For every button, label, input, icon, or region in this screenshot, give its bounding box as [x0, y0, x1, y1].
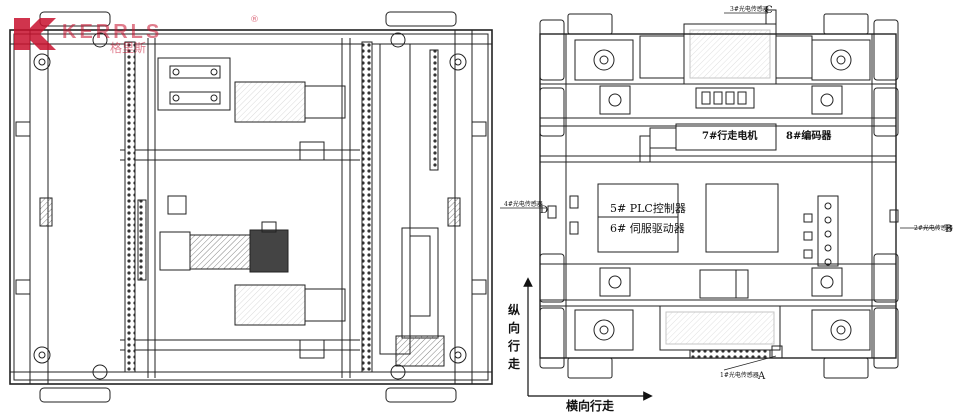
longitudinal-char-3: 行	[507, 338, 520, 353]
left-plan-view	[9, 11, 493, 403]
sensor-leaders	[500, 12, 940, 371]
longitudinal-char-4: 走	[508, 356, 520, 371]
servo-label: 6# 伺服驱动器	[610, 222, 685, 235]
sensor-b-label: 2#光电传感器	[914, 224, 953, 232]
logo-text: KERRLS	[62, 21, 162, 43]
logo-chinese: 格里斯	[110, 40, 146, 55]
sensor-d-label: 4#光电传感器	[504, 200, 543, 208]
sensor-c-letter: C	[765, 5, 773, 16]
travel-motor-label: 7#行走电机	[702, 129, 757, 142]
plc-label: 5# PLC控制器	[610, 201, 686, 215]
kerrls-logo: KERRLS 格里斯 ®	[14, 15, 259, 55]
logo-trademark: ®	[250, 15, 259, 25]
right-plan-view	[539, 9, 899, 379]
sensor-a-label: 1#光电传感器	[720, 371, 759, 379]
longitudinal-char-2: 向	[508, 320, 520, 335]
transverse-label: 横向行走	[566, 398, 614, 413]
diagram-labels: 3#光电传感器 C 4#光电传感器 D 2#光电传感器 B 1#光电传感器 A …	[504, 5, 953, 382]
encoder-label: 8#编码器	[786, 129, 832, 142]
longitudinal-char-1: 纵	[508, 302, 520, 317]
sensor-c-label: 3#光电传感器	[730, 5, 769, 13]
direction-axes: 纵 向 行 走 横向行走	[507, 277, 653, 413]
sensor-a-letter: A	[757, 371, 766, 382]
sensor-d-letter: D	[540, 205, 548, 216]
sensor-b-letter: B	[945, 224, 952, 235]
